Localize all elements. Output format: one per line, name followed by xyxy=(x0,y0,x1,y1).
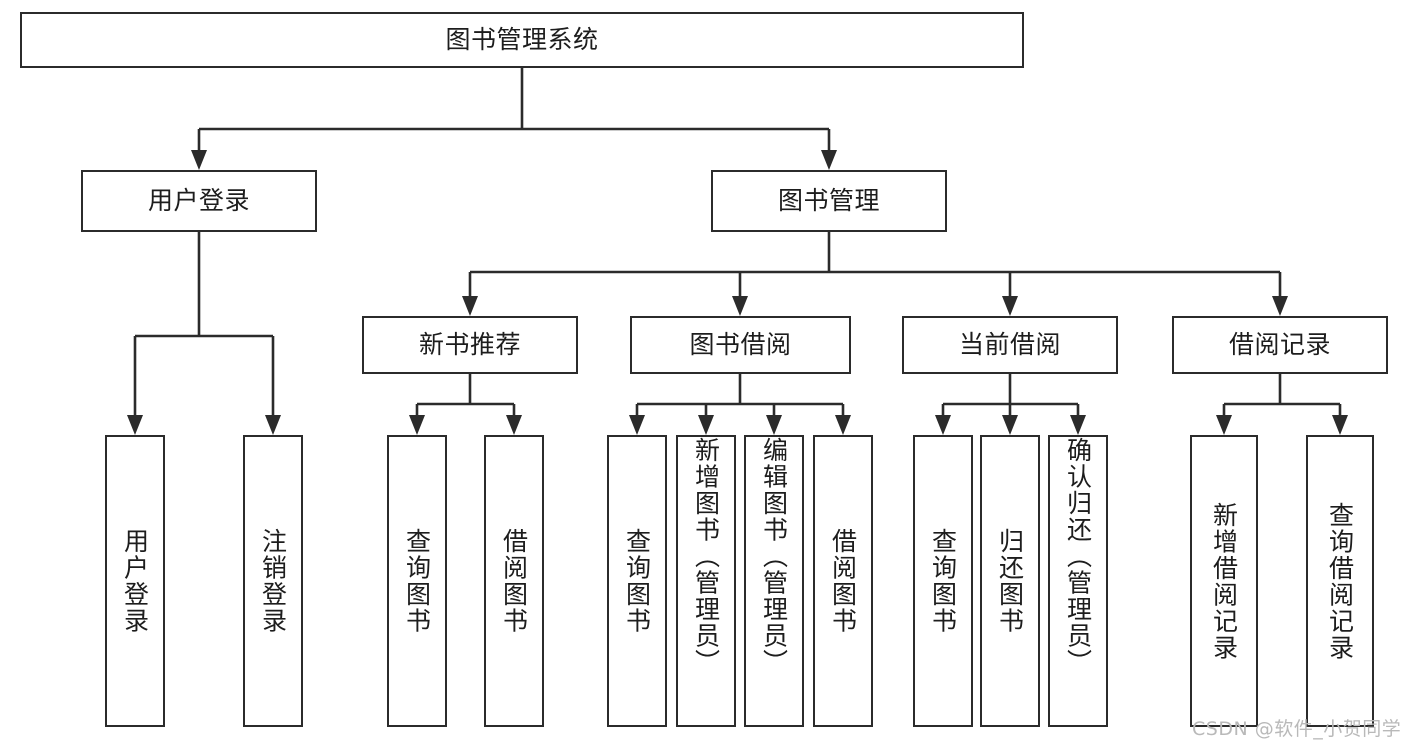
leaf-current-borrow-return-book[interactable]: 归还图书 xyxy=(980,435,1040,727)
node-label: 用户登录 xyxy=(147,186,250,216)
leaf-borrow-record-add-record[interactable]: 新增借阅记录 xyxy=(1190,435,1258,727)
node-label: 借阅记录 xyxy=(1228,330,1331,360)
arrowhead-book-manage xyxy=(821,150,837,170)
arrowhead-br-leaf1 xyxy=(1216,415,1232,435)
node-label: 编辑图书（管理员） xyxy=(759,437,789,676)
node-label: 新增借阅记录 xyxy=(1209,501,1239,661)
node-user-login[interactable]: 用户登录 xyxy=(81,170,317,232)
node-label: 图书管理系统 xyxy=(445,25,599,55)
arrowhead-newbook-leaf1 xyxy=(409,415,425,435)
arrowhead-user-login xyxy=(191,150,207,170)
arrowhead-cb-leaf2 xyxy=(1002,415,1018,435)
node-current-borrow[interactable]: 当前借阅 xyxy=(902,316,1118,374)
node-label: 图书借阅 xyxy=(689,330,792,360)
arrowhead-cb-leaf1 xyxy=(935,415,951,435)
arrowhead-newbook-leaf2 xyxy=(506,415,522,435)
node-label: 图书管理 xyxy=(777,186,880,216)
arrowhead-cb-leaf3 xyxy=(1070,415,1086,435)
node-label: 查询借阅记录 xyxy=(1325,501,1355,661)
node-label: 确认归还（管理员） xyxy=(1063,437,1093,676)
arrowhead-book-borrow xyxy=(732,296,748,316)
node-label: 查询图书 xyxy=(622,528,652,634)
node-label: 归还图书 xyxy=(995,528,1025,634)
node-label: 查询图书 xyxy=(928,528,958,634)
arrowhead-bb-leaf2 xyxy=(698,415,714,435)
node-label: 当前借阅 xyxy=(958,330,1061,360)
leaf-borrow-record-query-record[interactable]: 查询借阅记录 xyxy=(1306,435,1374,727)
leaf-book-borrow-query-book[interactable]: 查询图书 xyxy=(607,435,667,727)
arrowhead-bb-leaf4 xyxy=(835,415,851,435)
leaf-new-book-query-book[interactable]: 查询图书 xyxy=(387,435,447,727)
arrowhead-bb-leaf1 xyxy=(629,415,645,435)
node-book-borrow[interactable]: 图书借阅 xyxy=(630,316,851,374)
node-book-management[interactable]: 图书管理 xyxy=(711,170,947,232)
node-label: 新书推荐 xyxy=(418,330,521,360)
node-label: 借阅图书 xyxy=(499,528,529,634)
arrowhead-leaf-logout xyxy=(265,415,281,435)
arrowhead-leaf-user-login xyxy=(127,415,143,435)
arrowhead-borrow-record xyxy=(1272,296,1288,316)
arrowhead-bb-leaf3 xyxy=(766,415,782,435)
leaf-user-login-login[interactable]: 用户登录 xyxy=(105,435,165,727)
node-label: 查询图书 xyxy=(402,528,432,634)
leaf-new-book-borrow-book[interactable]: 借阅图书 xyxy=(484,435,544,727)
arrowhead-current-borrow xyxy=(1002,296,1018,316)
leaf-current-borrow-confirm-return-admin[interactable]: 确认归还（管理员） xyxy=(1048,435,1108,727)
node-label: 新增图书（管理员） xyxy=(691,437,721,676)
node-root-system[interactable]: 图书管理系统 xyxy=(20,12,1024,68)
leaf-book-borrow-borrow-book[interactable]: 借阅图书 xyxy=(813,435,873,727)
node-borrow-record[interactable]: 借阅记录 xyxy=(1172,316,1388,374)
node-label: 用户登录 xyxy=(120,528,150,634)
node-label: 注销登录 xyxy=(258,528,288,634)
leaf-user-login-logout[interactable]: 注销登录 xyxy=(243,435,303,727)
node-label: 借阅图书 xyxy=(828,528,858,634)
leaf-book-borrow-edit-book-admin[interactable]: 编辑图书（管理员） xyxy=(744,435,804,727)
arrowhead-br-leaf2 xyxy=(1332,415,1348,435)
leaf-current-borrow-query-book[interactable]: 查询图书 xyxy=(913,435,973,727)
leaf-book-borrow-add-book-admin[interactable]: 新增图书（管理员） xyxy=(676,435,736,727)
arrowhead-new-book xyxy=(462,296,478,316)
node-new-book-recommend[interactable]: 新书推荐 xyxy=(362,316,578,374)
